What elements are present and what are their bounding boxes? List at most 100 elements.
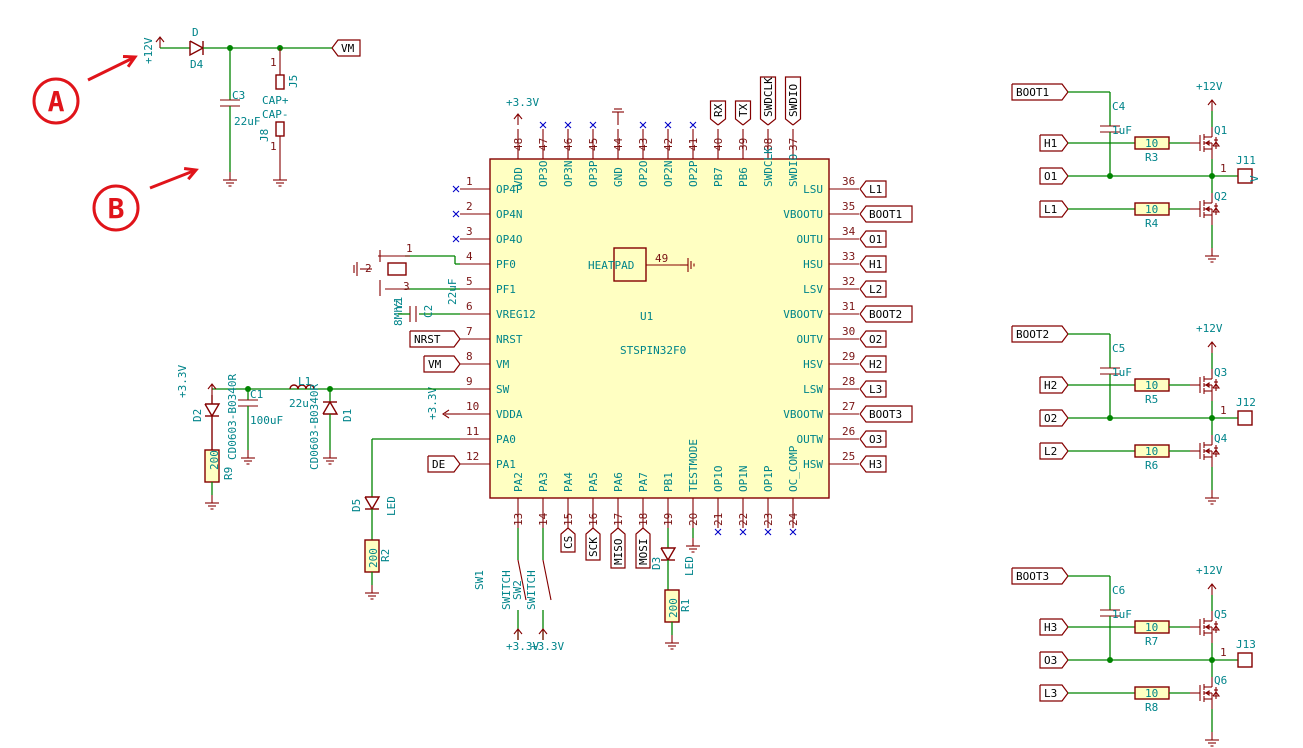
ic-bottom-pin-num: 14 [537,512,550,526]
no-connect-mark [564,121,572,129]
net-label-boot3-hb [1011,567,1069,585]
net-label-h1-hb [1039,134,1069,152]
net-label-mosi-text: MOSI [637,539,650,566]
ic-top-pin-name: OP3O [537,161,550,188]
ic-right-pin-name: LSU [803,183,823,196]
hb-12v-label: +12V [1196,564,1223,577]
ic-bottom-pin-name: PA5 [587,472,600,492]
net-label-nrst [409,330,461,348]
ic-right-pin-num: 29 [842,350,855,363]
net-label-l1-hb [1039,200,1069,218]
net-label-right-h3-text: H3 [869,458,882,471]
ic-right-pin-name: OUTW [797,433,824,446]
hb-qh-ref: Q1 [1214,124,1227,137]
mosfet-low-q4 [1205,447,1210,455]
net-label-rx-text: RX [712,103,725,117]
mosfet-low-q2 [1212,207,1221,213]
hb-rl-val: 10 [1145,203,1158,216]
ic-top-pin-name: VDD [512,167,525,187]
hb-rl-val: 10 [1145,687,1158,700]
no-connect-mark [714,528,722,536]
ic-bottom-pin-name: OP1N [737,466,750,493]
no-connect-mark [452,235,460,243]
ic-left-pin-name: PA0 [496,433,516,446]
ic-bottom-pin-name: PB1 [662,472,675,492]
ic-left-pin-num: 10 [466,400,479,413]
ic-right-pin-num: 27 [842,400,855,413]
ic-left-pin-name: VM [496,358,510,371]
power-symbol [1207,341,1217,348]
ic-bottom-pin-num: 20 [687,513,700,526]
c2-ref: C2 [422,305,435,318]
net-label-swdio [784,76,802,126]
net-label-boot3-hb-text: BOOT3 [1016,570,1049,583]
net-label-o2-hb [1039,409,1069,427]
no-connect-mark [739,528,747,536]
net-label-right-boot2-text: BOOT2 [869,308,902,321]
annotation-circle [32,77,80,125]
net-label-cs-text: CS [562,536,575,549]
hb-rh-ref: R5 [1145,393,1158,406]
mosfet-high-q1 [1205,139,1210,147]
inductor-l1 [289,384,315,390]
ic-left-pin-name: OP4N [496,208,523,221]
net-label-right-h2-text: H2 [869,358,882,371]
hb-phase: V [1248,175,1261,182]
d5-val: LED [385,496,398,516]
net-label-right-o3 [859,430,887,448]
net-label-right-boot1-text: BOOT1 [869,208,902,221]
ic-left-pin-num: 5 [466,275,473,288]
net-label-right-h1 [859,255,887,273]
hb-conn-ref: J11 [1236,154,1256,167]
ic-bottom-pin-num: 15 [562,513,575,526]
ic-ref: U1 [640,310,653,323]
ic-right-pin-num: 32 [842,275,855,288]
hb-rh-ref: R7 [1145,635,1158,648]
mosfet-high-q1 [1212,141,1221,147]
ic-top-pin-name: PB6 [737,167,750,187]
ic-top-pin-num: 45 [587,138,600,151]
ic-left-pin-num: 9 [466,375,473,388]
c2-val: 22uF [446,279,459,306]
hb-rh-val: 10 [1145,137,1158,150]
crystal-val: 8Mhz [392,300,405,327]
ic-left-pin-name: PA1 [496,458,516,471]
ic-left-pin-name: VREG12 [496,308,536,321]
c3-val: 22uF [234,115,261,128]
hb-connector [1237,168,1253,184]
j5-pin-num: 1 [270,56,277,69]
sw1-val: SWITCH [500,570,513,610]
sw1-contact [517,559,527,601]
net-label-h3-hb [1039,618,1069,636]
ic-bottom-pin-name: TESTMODE [687,439,700,492]
ic-top-pin-num: 41 [687,138,700,151]
net-label-right-h3 [859,455,887,473]
ic-right-pin-num: 25 [842,450,855,463]
no-connect-mark [664,121,672,129]
j8-ref: J8 [258,129,271,142]
net-label-tx [734,100,752,126]
power-symbol [1207,99,1217,106]
ic-right-pin-num: 33 [842,250,855,263]
ic-left-pin-num: 12 [466,450,479,463]
ic-top-pin-name: OP2O [637,161,650,188]
r1-val: 200 [667,598,680,618]
j5-ref: J5 [287,75,300,88]
hb-conn-ref: J13 [1236,638,1256,651]
no-connect-mark [539,121,547,129]
ic-right-pin-num: 35 [842,200,855,213]
annotation-arrowhead [183,166,199,181]
annotation-arrow [149,168,197,190]
net-label-right-boot3 [859,405,913,423]
ic-left-pin-name: OP4O [496,233,523,246]
net-label-boot1-hb [1011,83,1069,101]
ic-right-pin-num: 26 [842,425,855,438]
vdda-arrow [442,409,450,419]
sw1-ref: SW1 [473,570,486,590]
power-symbol [513,628,523,635]
net-label-right-boot3-text: BOOT3 [869,408,902,421]
hb-cap-ref: C5 [1112,342,1125,355]
net-label-h2-hb-text: H2 [1044,379,1057,392]
hb-rl-ref: R6 [1145,459,1158,472]
net-label-swdio-text: SWDIO [787,84,800,117]
